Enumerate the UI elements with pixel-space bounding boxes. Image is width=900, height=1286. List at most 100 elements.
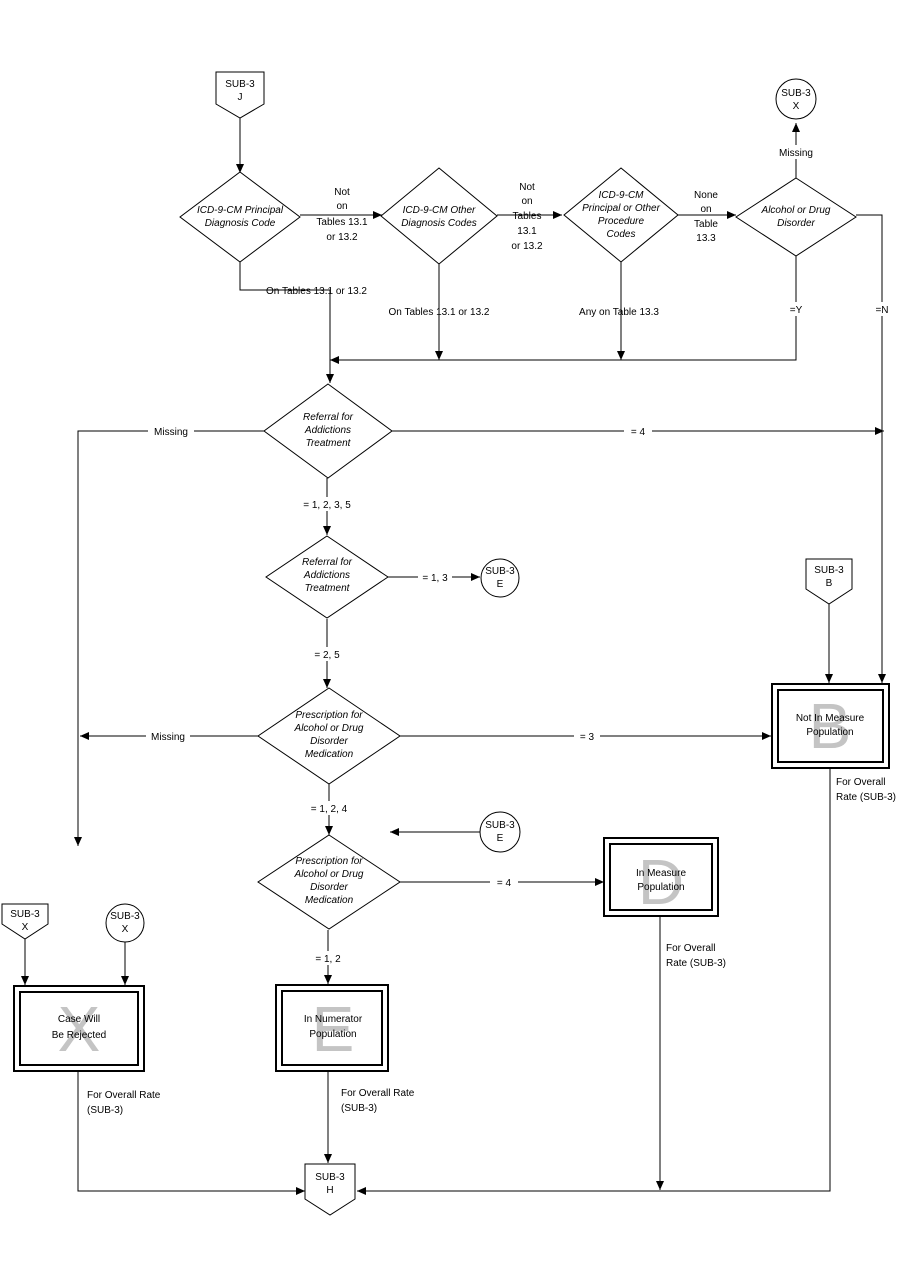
label-d1-not-on-4: or 13.2: [326, 232, 358, 243]
label-b-overall-2: Rate (SUB-3): [836, 792, 896, 803]
decision-d1-line1: ICD-9-CM Principal: [197, 205, 284, 216]
label-d4-n-bg: [870, 302, 894, 316]
connector-em-line1: SUB-3: [485, 566, 515, 577]
connector-eb-line1: SUB-3: [485, 820, 515, 831]
label-d2-on: On Tables 13.1 or 13.2: [389, 307, 490, 318]
outcome-x-letter: X: [58, 993, 101, 1065]
connector-em-line2: E: [497, 579, 504, 590]
decision-d4-line1: Alcohol or Drug: [761, 205, 831, 216]
edge-d4-y: [330, 255, 797, 364]
outcome-e-line1: In Numerator: [304, 1014, 363, 1025]
label-d-overall-2: Rate (SUB-3): [666, 958, 726, 969]
outcome-x-line2: Be Rejected: [52, 1030, 106, 1041]
outcome-e-line2: Population: [309, 1029, 356, 1040]
label-e-overall-1: For Overall Rate: [341, 1088, 415, 1099]
label-d2-not-on-4: 13.1: [517, 226, 537, 237]
outcome-b-line1: Not In Measure: [796, 713, 865, 724]
decision-d3-line3: Procedure: [598, 216, 645, 227]
outcome-e-in-numerator: E In Numerator Population: [275, 984, 389, 1072]
label-d7-3-bg: [574, 729, 600, 743]
decision-d5-line2: Addictions: [304, 425, 351, 436]
connector-x-top-right: SUB-3 X: [775, 78, 817, 120]
outcome-d-letter: D: [638, 846, 684, 918]
label-d5-missing-bg: [148, 424, 194, 438]
label-d2-not-on-3: Tables: [513, 211, 542, 222]
label-d5-missing: Missing: [154, 427, 188, 438]
connector-xt-line2: X: [793, 101, 800, 112]
decision-d7-line4: Medication: [305, 749, 354, 760]
label-d6-25: = 2, 5: [314, 650, 340, 661]
connector-xp-line2: X: [22, 922, 29, 933]
connector-j-line2: J: [238, 92, 243, 103]
label-d3-none-4: 13.3: [696, 233, 716, 244]
decision-procedure-codes: ICD-9-CM Principal or Other Procedure Co…: [563, 167, 679, 263]
edge-d5-missing: [74, 430, 264, 846]
outcome-e-letter: E: [312, 993, 355, 1065]
label-d4-missing: Missing: [779, 148, 813, 159]
label-d4-n: =N: [875, 305, 888, 316]
connector-j-top: SUB-3 J: [215, 71, 265, 119]
label-d6-13-bg: [418, 570, 452, 584]
connector-e-mid: SUB-3 E: [480, 558, 520, 598]
label-d1-not-on-1: Not: [334, 187, 350, 198]
outcome-d-line1: In Measure: [636, 868, 686, 879]
decision-d5-line3: Treatment: [306, 438, 352, 449]
label-d4-y-bg: [784, 302, 808, 316]
decision-d8-line2: Alcohol or Drug: [294, 869, 364, 880]
decision-prescription-1: Prescription for Alcohol or Drug Disorde…: [257, 687, 401, 785]
connector-e-bottom: SUB-3 E: [479, 811, 521, 853]
connector-xc-line2: X: [122, 924, 129, 935]
label-d8-12-bg: [308, 951, 348, 965]
label-e-overall-2: (SUB-3): [341, 1103, 377, 1114]
outcome-d-in-measure: D In Measure Population: [603, 837, 719, 918]
connector-x-left-circle: SUB-3 X: [105, 903, 145, 943]
label-d7-124: = 1, 2, 4: [311, 804, 348, 815]
label-d5-4-bg: [624, 424, 652, 438]
label-d2-not-on-2: on: [521, 196, 532, 207]
label-d1-not-on-2: on: [336, 201, 347, 212]
label-d5-4: = 4: [631, 427, 646, 438]
label-d3-none-3: Table: [694, 219, 718, 230]
connector-xc-line1: SUB-3: [110, 911, 140, 922]
connector-b-line2: B: [826, 578, 833, 589]
decision-d8-line3: Disorder: [310, 882, 348, 893]
decision-d6-line1: Referral for: [302, 557, 353, 568]
label-d7-missing: Missing: [151, 732, 185, 743]
label-d4-missing-bg: [776, 145, 816, 159]
label-d1-not-on-3: Tables 13.1: [316, 217, 368, 228]
label-d5-1235: = 1, 2, 3, 5: [303, 500, 351, 511]
edges: [21, 118, 886, 1195]
label-d2-not-on-1: Not: [519, 182, 535, 193]
edge-labels: Not on Tables 13.1 or 13.2 On Tables 13.…: [87, 145, 896, 1116]
edge-b-h: [357, 768, 831, 1195]
outcome-x-line1: Case Will: [58, 1014, 100, 1025]
label-d3-none-1: None: [694, 190, 718, 201]
label-d3-any: Any on Table 13.3: [579, 307, 659, 318]
outcome-d-line2: Population: [637, 882, 684, 893]
edge-d4-n: [856, 214, 886, 683]
decision-d3-line1: ICD-9-CM: [599, 190, 645, 201]
decision-d7-line2: Alcohol or Drug: [294, 723, 364, 734]
label-d6-25-bg: [308, 647, 346, 661]
label-d6-13: = 1, 3: [422, 573, 448, 584]
connector-xt-line1: SUB-3: [781, 88, 811, 99]
label-d5-1235-bg: [296, 497, 358, 511]
label-d1-on: On Tables 13.1 or 13.2: [266, 286, 367, 297]
decision-d8-line1: Prescription for: [295, 856, 363, 867]
label-d-overall-1: For Overall: [666, 943, 715, 954]
label-d7-124-bg: [300, 801, 358, 815]
decision-d2-line2: Diagnosis Codes: [401, 218, 477, 229]
decision-d3-line2: Principal or Other: [582, 203, 660, 214]
connector-xp-line1: SUB-3: [10, 909, 40, 920]
edge-x-h: [77, 1071, 305, 1195]
decision-referral-1: Referral for Addictions Treatment: [263, 383, 393, 479]
decision-d3-line4: Codes: [607, 229, 636, 240]
label-x-overall-2: (SUB-3): [87, 1105, 123, 1116]
decision-d4-line2: Disorder: [777, 218, 815, 229]
outcome-b-letter: B: [809, 690, 852, 762]
label-d8-4: = 4: [497, 878, 512, 889]
decision-d7-line1: Prescription for: [295, 710, 363, 721]
connector-x-left-pentagon: SUB-3 X: [1, 903, 49, 940]
edge-d1-on: [239, 262, 334, 383]
connector-eb-line2: E: [497, 833, 504, 844]
